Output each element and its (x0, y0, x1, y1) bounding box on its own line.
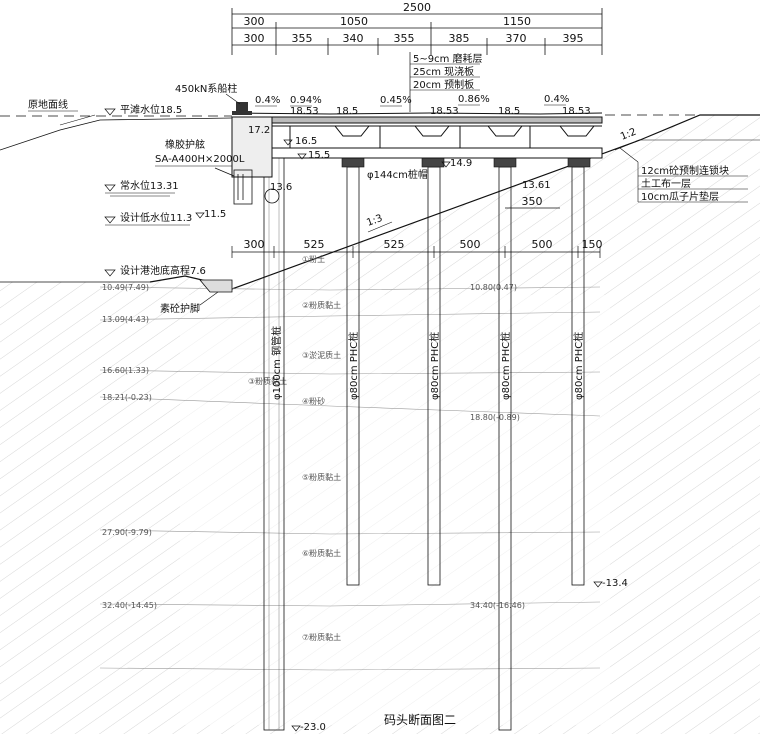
elev-17-2: 17.2 (248, 125, 270, 136)
slope-pct-5: 0.4% (544, 94, 569, 105)
deck-layer-2: 25cm 现浇板 (413, 65, 474, 78)
bollard (225, 93, 252, 115)
svg-text:⑥粉质黏土: ⑥粉质黏土 (302, 548, 341, 558)
concrete-toe-label: 素砼护脚 (160, 302, 200, 315)
pile-cap-label: φ144cm桩帽 (367, 168, 428, 181)
design-dredge-label: 设计港池底高程7.6 (120, 264, 206, 277)
phc-pile-label-2: φ80cm PHC桩 (428, 332, 441, 400)
flood-level-label: 平滩水位18.5 (120, 103, 182, 116)
dim-l2-3: 355 (394, 32, 415, 45)
soil-layer-notes: 10.49(7.49) 13.09(4.43) 16.60(1.33) 18.2… (102, 254, 525, 642)
svg-text:16.60(1.33): 16.60(1.33) (102, 366, 149, 375)
dim-l1-0: 300 (244, 15, 265, 28)
elev-11-5: 11.5 (204, 209, 226, 220)
dim-lower-4: 500 (532, 238, 553, 251)
dim-l2-0: 300 (244, 32, 265, 45)
dim-lower-1: 525 (304, 238, 325, 251)
drawing-title: 码头断面图二 (384, 712, 456, 727)
svg-text:18.80(-0.89): 18.80(-0.89) (470, 413, 520, 422)
dim-gap-350: 350 (522, 195, 543, 208)
svg-text:④粉砂: ④粉砂 (302, 396, 325, 406)
svg-text:⑤粉质黏土: ⑤粉质黏土 (302, 472, 341, 482)
svg-text:13.09(4.43): 13.09(4.43) (102, 315, 149, 324)
elev-deck-b-1: 18.5 (336, 106, 358, 117)
design-low-level-label: 设计低水位11.3 (120, 211, 192, 224)
slope-pct-1: 0.4% (255, 95, 280, 106)
rubber-fender (214, 167, 280, 205)
dim-lower-5: 150 (582, 238, 603, 251)
soil-layers (99, 286, 601, 671)
deck-layer-1: 5~9cm 磨耗层 (413, 53, 483, 65)
dim-lower-3: 500 (460, 238, 481, 251)
elev-deck-b-2: 18.5 (498, 106, 520, 117)
dim-l2-5: 370 (506, 32, 527, 45)
soil-fade (180, 295, 610, 725)
water-levels: 原地面线 平滩水位18.5 常水位13.31 设计低水位11.3 设计港池底高程… (28, 98, 206, 277)
lower-dimensions (231, 207, 601, 258)
deck-layer-notes: 5~9cm 磨耗层 25cm 现浇板 20cm 预制板 (409, 52, 483, 112)
phc-pile-label-3: φ80cm PHC桩 (499, 332, 512, 400)
slope-lower: 1:3 (365, 213, 384, 229)
elev-14-9: 14.9 (450, 158, 472, 169)
deck-layer-3: 20cm 预制板 (413, 78, 474, 91)
dim-level1: 300 1050 1150 (244, 15, 532, 28)
fender-spec: SA-A400H×2000L (155, 154, 245, 165)
elev-deck-3: 18.53 (562, 106, 591, 117)
svg-text:10.49(7.49): 10.49(7.49) (102, 283, 149, 292)
steel-pile-label: φ100cm 钢管桩 (270, 326, 283, 400)
elev-pile-tip-deep: -23.0 (300, 722, 326, 733)
elev-pile-tip-short: -13.4 (602, 578, 628, 589)
dimension-lines (231, 8, 603, 55)
dim-l2-1: 355 (292, 32, 313, 45)
dim-l2-2: 340 (343, 32, 364, 45)
svg-text:③粉质黏土: ③粉质黏土 (248, 376, 287, 386)
phc-pile-label-1: φ80cm PHC桩 (347, 332, 360, 400)
dim-level2: 300 355 340 355 385 370 395 (244, 32, 584, 45)
elev-13-61: 13.61 (522, 180, 551, 191)
elev-15-5: 15.5 (308, 150, 330, 161)
svg-text:27.90(-9.79): 27.90(-9.79) (102, 528, 152, 537)
bollard-label: 450kN系船柱 (175, 82, 237, 95)
slope-pct-3: 0.45% (380, 95, 412, 106)
slope-lines (367, 139, 641, 233)
svg-text:34.40(-16.46): 34.40(-16.46) (470, 601, 525, 610)
elev-13-6: 13.6 (270, 182, 292, 193)
elevation-markers: 18.53 18.5 18.53 18.5 18.53 17.2 16.5 15… (195, 106, 628, 733)
fender-title: 橡胶护舷 (165, 138, 205, 151)
revetment-layer-1: 12cm砼预制连锁块 (641, 164, 729, 177)
svg-text:③淤泥质土: ③淤泥质土 (302, 350, 341, 360)
svg-text:①粉土: ①粉土 (302, 254, 325, 264)
svg-text:18.21(-0.23): 18.21(-0.23) (102, 393, 152, 402)
dim-lower-0: 300 (244, 238, 265, 251)
svg-text:32.40(-14.45): 32.40(-14.45) (102, 601, 157, 610)
dim-l1-2: 1150 (503, 15, 531, 28)
normal-level-label: 常水位13.31 (120, 179, 179, 192)
revetment-notes: 12cm砼预制连锁块 土工布一层 10cm瓜子片垫层 (619, 147, 748, 203)
concrete-toe (199, 279, 233, 293)
elev-deck-1: 18.53 (290, 106, 319, 117)
revetment-layer-3: 10cm瓜子片垫层 (641, 190, 719, 203)
dim-l2-4: 385 (449, 32, 470, 45)
deck-slopes: 0.4% 0.94% 0.45% 0.86% 0.4% (255, 94, 569, 107)
svg-text:10.80(0.47): 10.80(0.47) (470, 283, 517, 292)
original-ground-label: 原地面线 (28, 98, 68, 111)
revetment-layer-2: 土工布一层 (641, 177, 691, 190)
dim-total: 2500 (403, 1, 431, 14)
dim-l1-1: 1050 (340, 15, 368, 28)
slope-pct-2: 0.94% (290, 95, 322, 106)
elev-deck-2: 18.53 (430, 106, 459, 117)
dim-lower-2: 525 (384, 238, 405, 251)
elev-16-5: 16.5 (295, 136, 317, 147)
deck-structure (231, 112, 603, 178)
svg-text:②粉质黏土: ②粉质黏土 (302, 300, 341, 310)
slope-pct-4: 0.86% (458, 94, 490, 105)
slope-upper: 1:2 (619, 127, 638, 143)
phc-pile-label-4: φ80cm PHC桩 (572, 332, 585, 400)
dim-l2-6: 395 (563, 32, 584, 45)
svg-text:⑦粉质黏土: ⑦粉质黏土 (302, 632, 341, 642)
